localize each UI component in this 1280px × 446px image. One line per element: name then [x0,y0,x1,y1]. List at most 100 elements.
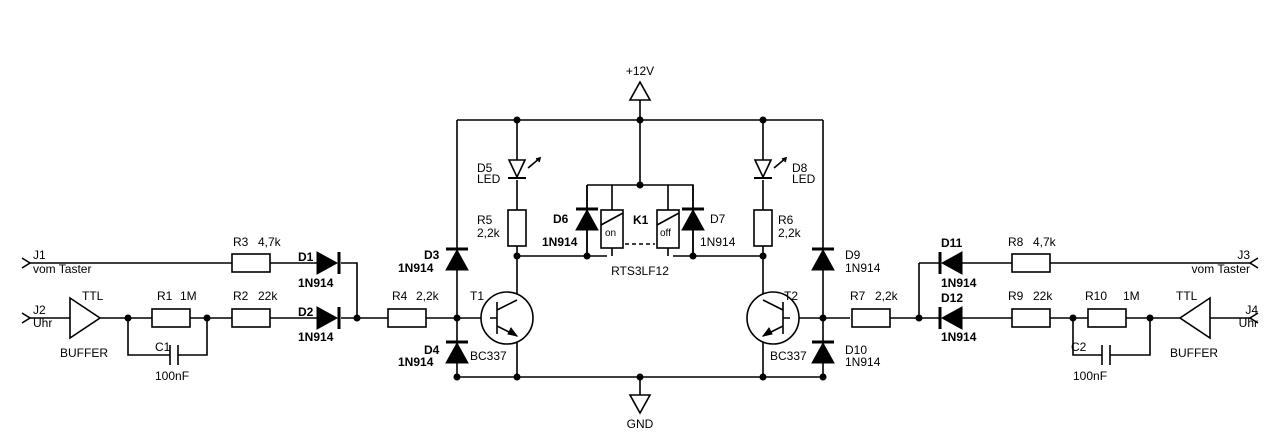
svg-text:T2: T2 [784,289,798,303]
svg-text:LED: LED [792,172,816,186]
svg-text:R9: R9 [1008,289,1024,303]
svg-text:D7: D7 [710,212,726,226]
svg-text:100nF: 100nF [1073,369,1107,383]
resistor-r6: R6 2,2k [753,209,802,247]
led-d8: D8 LED [753,156,816,186]
svg-text:LED: LED [477,172,501,186]
svg-text:vom Taster: vom Taster [1192,262,1250,276]
diode-d1: D1 1N914 [298,250,341,290]
supply-symbol: +12V [626,64,654,101]
svg-text:R7: R7 [850,289,866,303]
svg-text:D11: D11 [941,236,963,250]
svg-text:D10: D10 [845,343,867,357]
svg-text:1M: 1M [1123,289,1140,303]
svg-text:off: off [660,228,671,239]
svg-text:D12: D12 [941,291,963,305]
svg-text:1N914: 1N914 [298,276,334,290]
svg-text:BUFFER: BUFFER [1170,346,1218,360]
gnd-label: GND [627,417,654,431]
svg-text:R6: R6 [778,213,794,227]
svg-text:2,2k: 2,2k [416,289,440,303]
svg-text:J4: J4 [1245,303,1258,317]
svg-text:R10: R10 [1085,289,1107,303]
connector-j2: J2 Uhr [21,303,52,330]
svg-text:22k: 22k [1033,289,1053,303]
svg-text:1N914: 1N914 [941,330,977,344]
diode-d9: D9 1N914 [811,247,881,275]
svg-text:J1: J1 [33,248,46,262]
svg-text:BUFFER: BUFFER [60,346,108,360]
svg-text:C2: C2 [1071,340,1087,354]
svg-text:BC337: BC337 [470,349,507,363]
resistor-r1: R1 1M [151,289,197,328]
svg-text:1N914: 1N914 [700,235,736,249]
svg-text:D4: D4 [424,343,440,357]
resistor-r3: R3 4,7k [231,235,282,273]
connector-j4: J4 Uhr [1239,303,1259,330]
svg-text:100nF: 100nF [155,369,189,383]
resistor-r4: R4 2,2k [387,289,440,328]
svg-text:D2: D2 [298,305,314,319]
resistor-r7: R7 2,2k [850,289,899,328]
svg-text:TTL: TTL [1176,289,1198,303]
svg-text:D3: D3 [424,248,440,262]
svg-text:1M: 1M [180,289,197,303]
diode-d4: D4 1N914 [398,340,469,369]
diode-d6: D6 1N914 [542,185,599,256]
svg-text:4,7k: 4,7k [1033,235,1057,249]
svg-text:Uhr: Uhr [33,316,52,330]
buffer-left: TTL BUFFER [60,289,108,360]
svg-text:vom Taster: vom Taster [33,262,91,276]
svg-text:2,2k: 2,2k [875,289,899,303]
svg-text:1N914: 1N914 [845,355,881,369]
ground-symbol: GND [627,394,654,431]
vcc-label: +12V [626,64,654,78]
connector-j1: J1 vom Taster [21,248,91,276]
svg-text:T1: T1 [470,289,484,303]
svg-text:R8: R8 [1008,235,1024,249]
diode-d7: D7 1N914 [681,185,736,256]
svg-text:D8: D8 [792,161,808,175]
svg-text:RTS3LF12: RTS3LF12 [611,264,669,278]
svg-text:1N914: 1N914 [845,261,881,275]
svg-text:1N914: 1N914 [398,261,434,275]
junction-dots [124,116,1154,381]
svg-text:D9: D9 [845,248,861,262]
connector-j3: J3 vom Taster [1192,248,1259,276]
transistor-t2: T2 BC337 [746,289,807,363]
buffer-right: TTL BUFFER [1170,289,1218,360]
diode-d2: D2 1N914 [298,305,341,344]
diode-d10: D10 1N914 [811,340,881,369]
svg-text:2,2k: 2,2k [477,226,501,240]
svg-text:R4: R4 [392,289,408,303]
svg-text:D6: D6 [553,212,569,226]
svg-text:R2: R2 [233,289,249,303]
svg-text:C1: C1 [155,340,171,354]
svg-text:K1: K1 [633,213,649,227]
svg-text:BC337: BC337 [770,349,807,363]
svg-text:D5: D5 [477,161,493,175]
svg-text:1N914: 1N914 [941,276,977,290]
svg-text:1N914: 1N914 [398,355,434,369]
svg-text:J2: J2 [33,303,46,317]
svg-text:R5: R5 [477,213,493,227]
resistor-r5: R5 2,2k [477,209,527,247]
svg-text:2,2k: 2,2k [778,226,802,240]
svg-text:1N914: 1N914 [542,235,578,249]
svg-text:J3: J3 [1237,248,1250,262]
svg-text:Uhr: Uhr [1239,316,1258,330]
diode-d11: D11 1N914 [938,236,977,290]
svg-text:TTL: TTL [82,289,104,303]
diode-d3: D3 1N914 [398,247,469,275]
capacitor-c1: C1 100nF [155,340,189,383]
wires [30,100,1250,395]
transistor-t1: T1 BC337 [470,289,534,363]
resistor-r8: R8 4,7k [1008,235,1057,273]
svg-text:4,7k: 4,7k [258,235,282,249]
resistor-r9: R9 22k [1008,289,1053,328]
led-d5: D5 LED [477,156,542,186]
resistor-r2: R2 22k [231,289,278,328]
diode-d12: D12 1N914 [938,291,977,344]
svg-text:on: on [605,228,616,239]
capacitor-c2: C2 100nF [1071,340,1111,383]
